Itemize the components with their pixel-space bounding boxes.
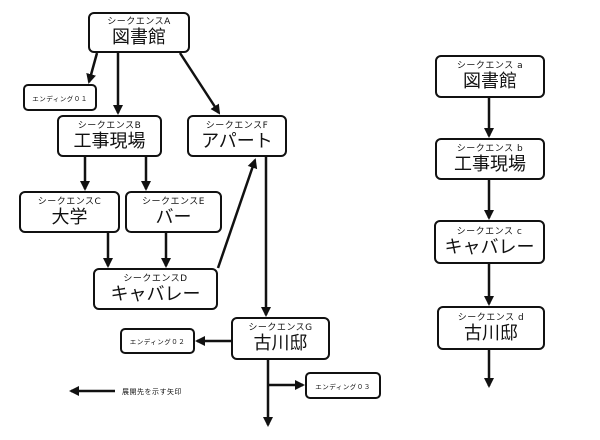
ending-01: エンディング０１ <box>23 84 97 111</box>
place-label: 図書館 <box>112 27 166 48</box>
arrow-a-to-f <box>178 52 221 115</box>
sequence-label: シークエンスA <box>107 17 171 27</box>
node-sequence-d-alt: シークエンス d 古川邸 <box>437 306 545 350</box>
place-label: 工事現場 <box>73 130 146 152</box>
place-label: 大学 <box>51 206 88 228</box>
node-sequence-b: シークエンスB 工事現場 <box>57 115 162 157</box>
place-label: バー <box>155 206 192 228</box>
place-label: キャバレー <box>444 236 535 258</box>
sequence-label: シークエンスG <box>248 323 313 333</box>
node-sequence-f: シークエンスF アパート <box>187 115 287 157</box>
place-label: アパート <box>201 130 273 152</box>
node-sequence-a: シークエンスA 図書館 <box>88 12 190 53</box>
sequence-label: シークエンスD <box>123 273 188 284</box>
place-label: 古川邸 <box>253 333 308 354</box>
place-label: 工事現場 <box>454 153 526 175</box>
arrow-d-to-f <box>216 158 258 269</box>
node-sequence-c-alt: シークエンス c キャバレー <box>434 220 545 264</box>
place-label: 図書館 <box>463 71 517 92</box>
node-sequence-c: シークエンスC 大学 <box>19 191 120 233</box>
ending-03: エンディング０３ <box>305 372 381 399</box>
node-sequence-a-alt: シークエンス a 図書館 <box>435 55 545 98</box>
sequence-label: シークエンス c <box>456 226 523 237</box>
sequence-label: シークエンス a <box>456 61 524 71</box>
place-label: 古川邸 <box>464 322 518 344</box>
sequence-label: シークエンス b <box>456 143 524 154</box>
sequence-label: シークエンスC <box>37 196 102 207</box>
node-sequence-b-alt: シークエンス b 工事現場 <box>435 138 545 180</box>
node-sequence-g: シークエンスG 古川邸 <box>231 317 330 360</box>
ending-02: エンディング０２ <box>120 328 195 354</box>
place-label: キャバレー <box>110 283 201 305</box>
node-sequence-e: シークエンスE バー <box>125 191 222 233</box>
sequence-label: シークエンスB <box>77 120 142 131</box>
sequence-label: シークエンスE <box>141 196 205 207</box>
legend-label: 展開先を示す矢印 <box>122 388 182 396</box>
sequence-label: シークエンスF <box>205 120 269 131</box>
arrow-a-to-ending01 <box>86 52 99 84</box>
sequence-label: シークエンス d <box>457 312 525 323</box>
node-sequence-d: シークエンスD キャバレー <box>93 268 218 310</box>
